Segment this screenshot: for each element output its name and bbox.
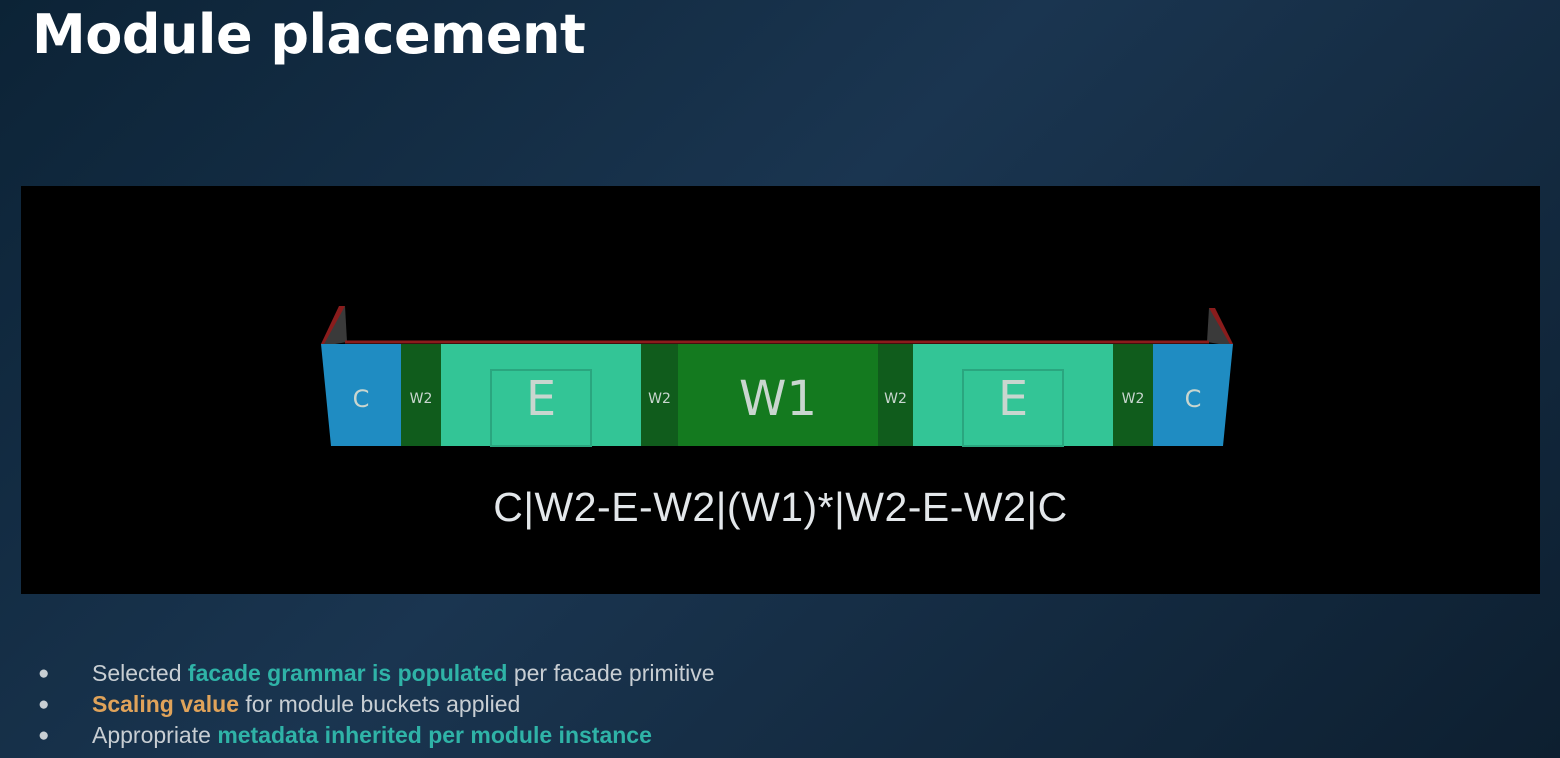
module-window-large [678,344,878,446]
bullet-text-post: per facade primitive [507,660,715,686]
bullet-item: ● Selected facade grammar is populated pe… [36,658,715,689]
bullet-dot-icon: ● [38,663,50,684]
module-window-small [878,344,913,446]
bullet-list: ● Selected facade grammar is populated pe… [36,658,715,751]
module-label: W2 [410,391,433,407]
bullet-item: ● Appropriate metadata inherited per modu… [36,720,715,751]
facade-viewport: C W2 E W2 W1 W2 E W2 C C|W2-E-W2|(W1)*|W2-E-W2|C [21,186,1540,594]
module-label: E [998,371,1028,427]
module-label: C [1185,385,1202,413]
facade-grammar-string: C|W2-E-W2|(W1)*|W2-E-W2|C [493,484,1068,530]
slide-title: Module placement [32,3,586,66]
entrance-door-frame [962,369,1064,447]
bullet-highlight: facade grammar is populated [187,660,508,686]
module-corner [1153,344,1233,446]
module-label: C [353,385,370,413]
bullet-dot-icon: ● [38,725,50,746]
module-corner [321,344,401,446]
module-label: W2 [884,391,907,407]
right-side-edge [1209,308,1233,346]
modules-layer: C W2 E W2 W1 W2 E W2 C [321,344,1233,447]
module-label: W2 [648,391,671,407]
bullet-text-pre: Selected [92,660,188,686]
module-label: W1 [739,371,817,427]
bullet-text-post: for module buckets applied [239,691,521,717]
entrance-door-frame [490,369,592,447]
module-label: E [526,371,556,427]
module-window-small [401,344,441,446]
bullet-text-pre: Appropriate [92,722,218,748]
bullet-item: ● Scaling value for module buckets applie… [36,689,715,720]
bullet-highlight: metadata inherited per module instance [217,722,652,748]
facade-model: C W2 E W2 W1 W2 E W2 C [321,306,1233,447]
left-side-edge [321,306,345,346]
module-window-small [641,344,678,446]
bullet-dot-icon: ● [38,694,50,715]
module-window-small [1113,344,1153,446]
bullet-highlight: Scaling value [92,691,240,717]
module-label: W2 [1122,391,1145,407]
